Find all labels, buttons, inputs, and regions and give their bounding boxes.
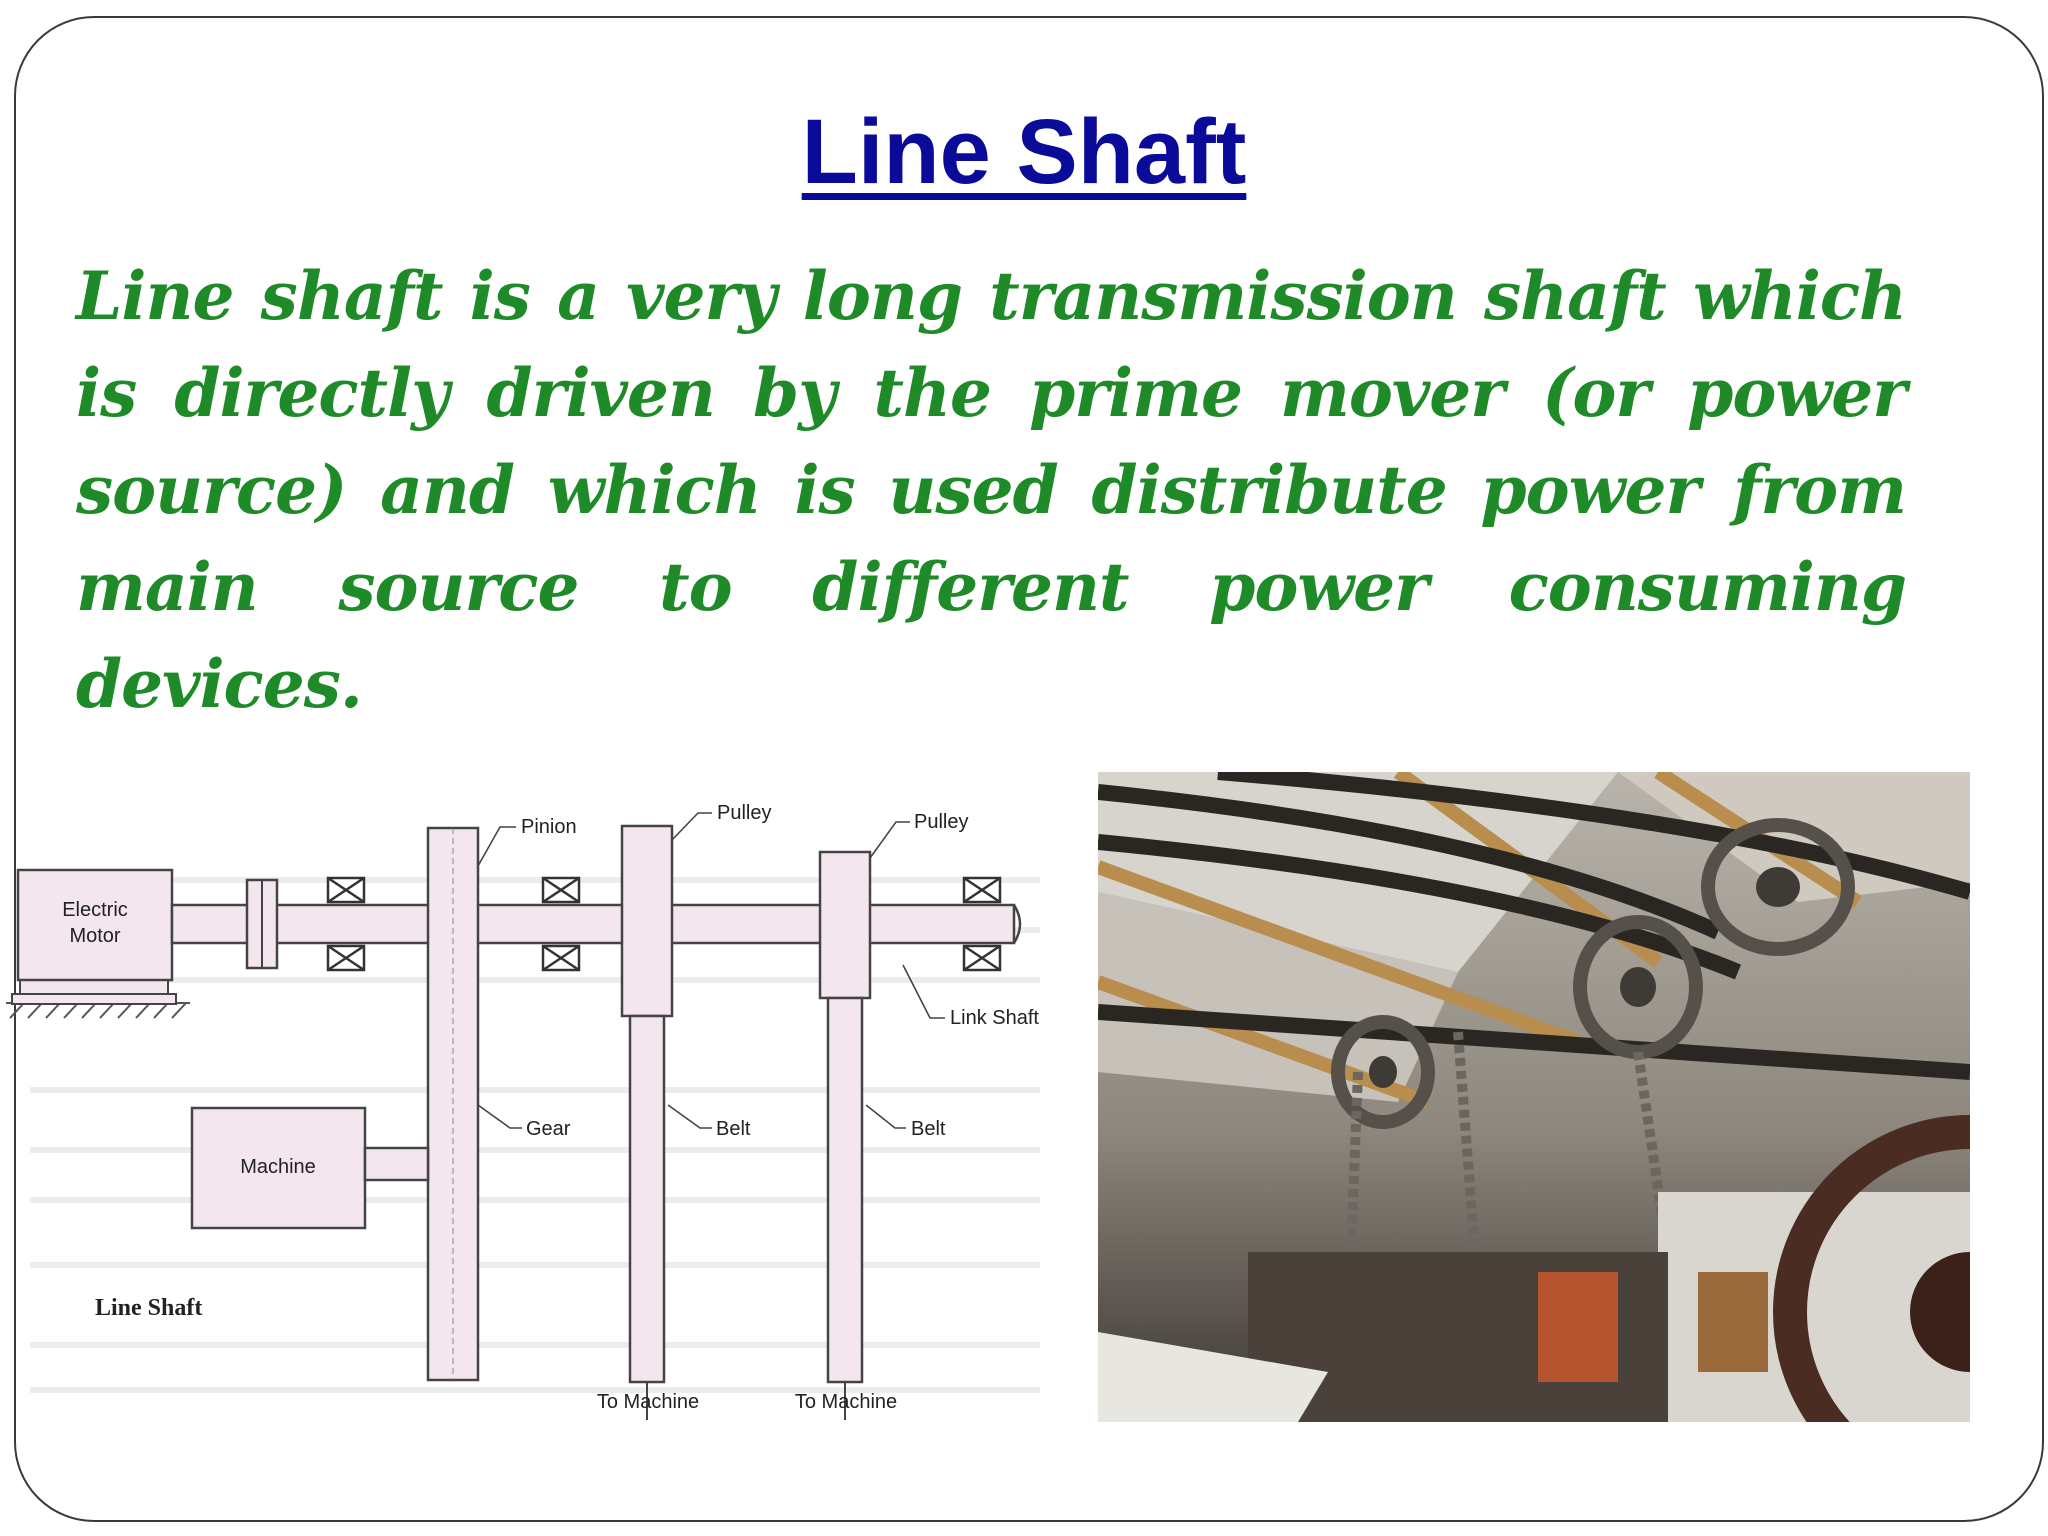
- machine: [190, 1106, 367, 1230]
- ground-hatch: [6, 1002, 190, 1019]
- to-machine-2-label: To Machine: [795, 1391, 897, 1413]
- belt-1: [628, 1014, 666, 1384]
- link-shaft-label: Link Shaft: [950, 1007, 1039, 1029]
- belt-2: [826, 996, 864, 1384]
- electric-motor-label-line1: Electric: [62, 899, 128, 921]
- slide-body-text: Line shaft is a very long transmission s…: [76, 257, 1907, 723]
- pulley-1: [620, 824, 674, 1018]
- line-shaft-diagram: Electric Motor Machine: [6, 802, 1040, 1420]
- pulley-1-label: Pulley: [717, 802, 771, 824]
- bearing-1: [326, 876, 366, 972]
- machine-shaft: [363, 1146, 430, 1182]
- pulley-2-label: Pulley: [914, 811, 968, 833]
- electric-motor-label-line2: Motor: [69, 925, 120, 947]
- shaft-end: [1012, 904, 1022, 944]
- slide-title: Line Shaft: [0, 100, 2048, 205]
- bearing-3: [962, 876, 1002, 972]
- slide-title-text: Line Shaft: [801, 101, 1247, 203]
- belt-2-label: Belt: [911, 1118, 946, 1140]
- main-shaft: [170, 903, 1016, 945]
- line-shaft-photo: [1098, 772, 1970, 1422]
- electric-motor: [16, 868, 174, 982]
- machine-label: Machine: [240, 1156, 316, 1178]
- line-shaft-photo-graphic: [1098, 772, 1970, 1422]
- pulley-2: [818, 850, 872, 1000]
- to-machine-1-label: To Machine: [597, 1391, 699, 1413]
- leader-lines: [477, 812, 945, 1129]
- gear-label: Gear: [526, 1118, 571, 1140]
- bearing-2: [541, 876, 581, 972]
- motor-foot: [11, 993, 177, 1005]
- pinion-label: Pinion: [521, 816, 577, 838]
- belt-1-label: Belt: [716, 1118, 751, 1140]
- diagram-caption: Line Shaft: [95, 1295, 202, 1321]
